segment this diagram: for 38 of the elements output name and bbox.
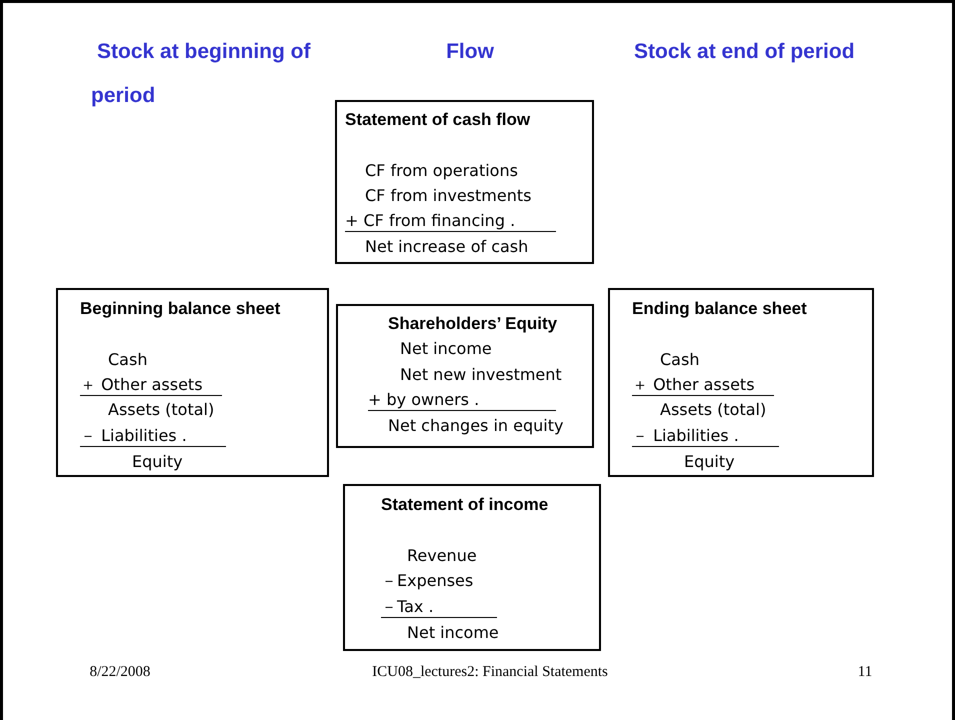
balance-sheet-box bbox=[608, 288, 874, 477]
footer-title: ICU08_lectures2: Financial Statements bbox=[371, 663, 609, 682]
line-item: Net income bbox=[400, 339, 492, 359]
line-item: + CF from financing . bbox=[345, 211, 556, 232]
line-item: Cash bbox=[108, 350, 148, 370]
line-item: －Tax . bbox=[381, 597, 497, 618]
box-heading: Statement of cash flow bbox=[345, 110, 530, 130]
line-item: Equity bbox=[132, 452, 183, 472]
line-item: Assets (total) bbox=[660, 400, 766, 420]
equity-box bbox=[336, 304, 594, 448]
line-item: Revenue bbox=[407, 546, 477, 566]
line-item: Equity bbox=[684, 452, 735, 472]
box-heading: Statement of income bbox=[381, 495, 548, 515]
column-heading: Flow bbox=[445, 39, 495, 65]
line-item: Cash bbox=[660, 350, 700, 370]
line-item: Net changes in equity bbox=[388, 416, 564, 436]
box-heading: Beginning balance sheet bbox=[80, 299, 280, 319]
line-item: － Liabilities . bbox=[80, 426, 226, 447]
column-heading: Stock at end of period bbox=[634, 39, 856, 65]
line-item: Assets (total) bbox=[108, 400, 214, 420]
statement-box bbox=[343, 484, 601, 651]
box-heading: Ending balance sheet bbox=[632, 299, 807, 319]
line-item: CF from investments bbox=[365, 186, 532, 206]
line-item: －Expenses bbox=[381, 571, 474, 591]
balance-sheet-box bbox=[56, 288, 329, 477]
line-item: ＋ Other assets bbox=[80, 375, 222, 396]
statement-box bbox=[335, 100, 594, 264]
box-heading: Shareholders’ Equity bbox=[388, 314, 558, 334]
line-item: Net increase of cash bbox=[365, 237, 528, 257]
page-number: 11 bbox=[856, 663, 874, 682]
line-item: CF from operations bbox=[365, 161, 518, 181]
line-item: ＋ Other assets bbox=[632, 375, 774, 396]
footer-date: 8/22/2008 bbox=[88, 663, 152, 682]
line-item: Net new investment bbox=[400, 365, 562, 385]
line-item: + by owners . bbox=[368, 390, 556, 411]
line-item: － Liabilities . bbox=[632, 426, 779, 447]
line-item: Net income bbox=[407, 623, 499, 643]
column-heading: Stock at beginning of period bbox=[91, 39, 312, 109]
